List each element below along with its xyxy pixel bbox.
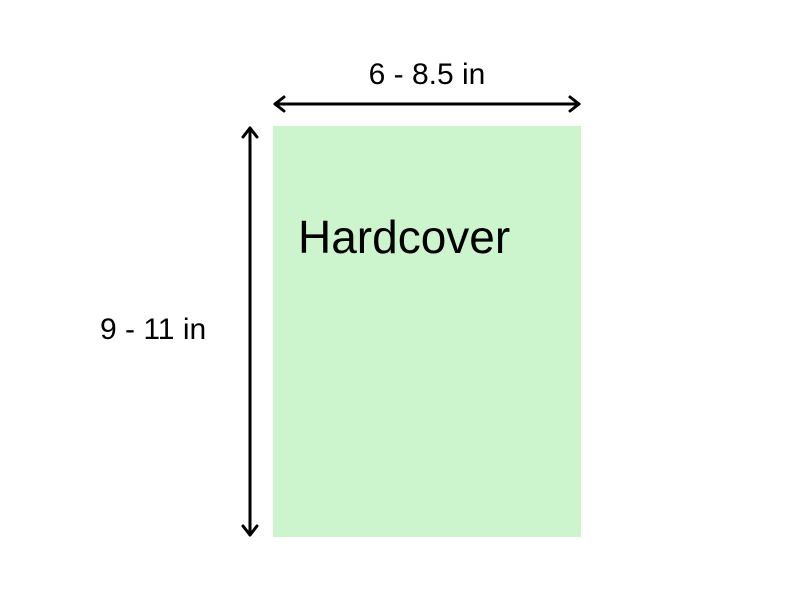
height-arrow-icon — [241, 126, 259, 537]
width-dimension-label: 6 - 8.5 in — [368, 58, 486, 91]
height-dimension-label: 9 - 11 in — [100, 313, 207, 346]
book-type-label: Hardcover — [298, 211, 511, 263]
hardcover-book-rect — [273, 126, 581, 537]
width-arrow-icon — [273, 95, 581, 113]
